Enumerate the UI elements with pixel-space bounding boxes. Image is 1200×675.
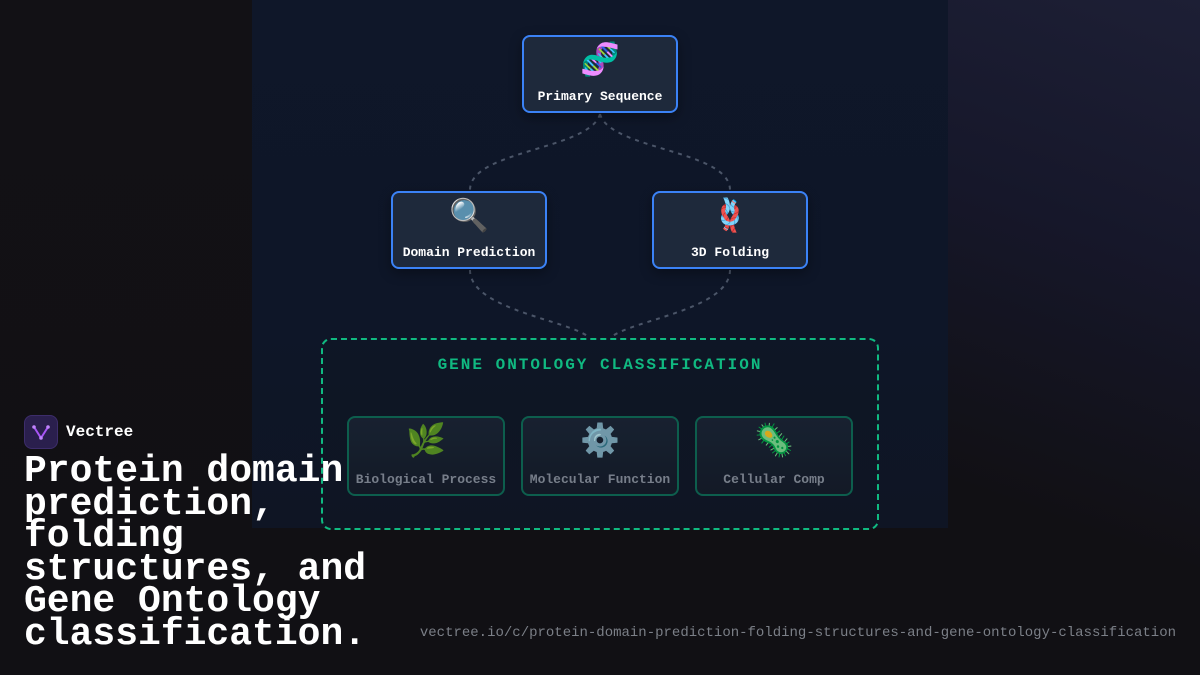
- node-domain-prediction: 🔍 Domain Prediction: [391, 191, 547, 269]
- go-item-biological-process: 🌿 Biological Process: [347, 416, 505, 496]
- page-url[interactable]: vectree.io/c/protein-domain-prediction-f…: [419, 625, 1176, 641]
- go-item-molecular-function: ⚙️ Molecular Function: [521, 416, 679, 496]
- go-item-label: Cellular Comp: [723, 472, 825, 487]
- herb-icon: 🌿: [406, 421, 446, 459]
- microbe-icon: 🦠: [754, 421, 794, 459]
- knot-icon: 🪢: [710, 196, 750, 234]
- node-3d-folding-label: 3D Folding: [690, 245, 769, 260]
- brand: Vectree: [24, 415, 133, 449]
- dna-icon: 🧬: [580, 40, 620, 78]
- right-background: [948, 0, 1200, 675]
- brand-name: Vectree: [66, 423, 134, 441]
- node-3d-folding: 🪢 3D Folding: [652, 191, 808, 269]
- gear-icon: ⚙️: [580, 421, 620, 459]
- left-background: [0, 0, 252, 675]
- magnifier-icon: 🔍: [449, 196, 489, 234]
- vectree-logo-icon: [24, 415, 58, 449]
- node-primary-sequence: 🧬 Primary Sequence: [522, 35, 678, 113]
- go-item-label: Molecular Function: [529, 472, 671, 487]
- node-domain-prediction-label: Domain Prediction: [402, 245, 536, 260]
- go-item-label: Biological Process: [355, 472, 497, 487]
- go-item-cellular-comp: 🦠 Cellular Comp: [695, 416, 853, 496]
- gene-ontology-title: GENE ONTOLOGY CLASSIFICATION: [437, 356, 763, 374]
- node-primary-sequence-label: Primary Sequence: [537, 89, 663, 104]
- page-title: Protein domain prediction, folding struc…: [24, 450, 367, 656]
